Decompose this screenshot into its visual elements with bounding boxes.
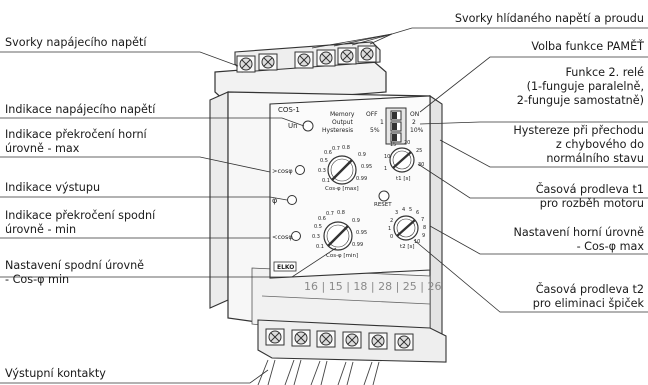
min-scale-8: 0.99	[352, 242, 363, 248]
max-scale-1: 0.3	[318, 168, 326, 174]
label-hysteresis-3: normálního stavu	[546, 152, 644, 165]
t2-caption: t2 [s]	[400, 244, 415, 250]
t2-scale-6: 6	[416, 210, 419, 216]
cos-min-knob[interactable]	[323, 221, 353, 251]
t2-scale-7: 7	[421, 217, 424, 223]
dip-hysteresis-label: Hysteresis	[322, 127, 353, 134]
label-relay-function-2: (1-funguje paralelně,	[526, 80, 644, 93]
t2-scale-2: 2	[390, 218, 393, 224]
max-scale-8: 0.99	[356, 176, 367, 182]
dip-memory-label: Memory	[330, 111, 355, 118]
dip-on-label: ON	[410, 111, 419, 118]
cos-max-caption: Cos-φ [max]	[325, 186, 359, 192]
label-upper-setting-2: - Cos-φ max	[576, 240, 644, 253]
label-hysteresis-1: Hystereze při přechodu	[513, 124, 644, 137]
dip-switch-block[interactable]	[385, 107, 407, 145]
t2-scale-8: 8	[423, 225, 426, 231]
label-lower-setting-2: - Cos-φ min	[5, 273, 70, 286]
reset-button[interactable]	[378, 190, 390, 202]
label-hysteresis-2: z chybového do	[555, 138, 644, 151]
label-delay-t1-2: pro rozběh motoru	[539, 197, 644, 210]
dip-output-label: Output	[332, 119, 353, 126]
min-scale-4: 0.7	[326, 211, 334, 217]
min-led	[291, 231, 301, 241]
label-upper-indication-1: Indikace překročení horní	[5, 128, 147, 141]
leader-lines	[0, 27, 648, 384]
label-monitored-terminals: Svorky hlídaného napětí a proudu	[454, 12, 644, 25]
label-memory-function: Volba funkce PAMĚŤ	[531, 40, 644, 53]
min-scale-7: 0.95	[356, 230, 367, 236]
label-output-contacts: Výstupní kontakty	[5, 367, 106, 380]
dip-5pct-label: 5%	[370, 127, 380, 134]
dip-10pct-label: 10%	[410, 127, 424, 134]
reset-label: RESET	[374, 202, 392, 208]
dip-off-label: OFF	[366, 111, 378, 118]
t1-scale-5: 30	[418, 162, 424, 168]
max-scale-5: 0.8	[342, 145, 350, 151]
min-scale-3: 0.6	[318, 216, 326, 222]
device-un: Un	[288, 122, 298, 130]
label-delay-t2-2: pro eliminaci špiček	[532, 297, 644, 310]
t2-scale-10: 10	[414, 239, 420, 245]
max-scale-2: 0.5	[320, 158, 328, 164]
bottom-terminal-screws	[265, 328, 414, 351]
max-scale-7: 0.95	[361, 164, 372, 170]
cos-min-caption: Cos-φ [min]	[326, 253, 358, 259]
brand-logo	[273, 261, 297, 272]
supply-led	[302, 120, 314, 132]
t1-scale-0: 1	[384, 166, 387, 172]
label-output-indication: Indikace výstupu	[5, 181, 101, 194]
dip-one-label: 1	[380, 119, 384, 126]
label-upper-setting-1: Nastavení horní úrovně	[513, 226, 644, 239]
label-delay-t2-1: Časová prodleva t2	[535, 283, 644, 296]
output-led	[287, 195, 297, 205]
dip-two-label: 2	[412, 119, 416, 126]
label-supply-terminals: Svorky napájecího napětí	[5, 36, 147, 49]
max-scale-4: 0.7	[332, 146, 340, 152]
min-scale-2: 0.5	[314, 224, 322, 230]
t2-scale-9: 9	[422, 233, 425, 239]
t1-knob[interactable]	[389, 147, 415, 173]
label-upper-indication-2: úrovně - max	[5, 142, 80, 155]
min-scale-6: 0.9	[352, 218, 360, 224]
max-scale-3: 0.6	[324, 150, 332, 156]
cos-max-knob[interactable]	[327, 155, 357, 185]
max-scale-0: 0.1	[322, 178, 330, 184]
min-scale-5: 0.8	[337, 210, 345, 216]
terminal-numbers: 16 | 15 | 18 | 28 | 25 | 26	[304, 280, 441, 293]
label-relay-function-1: Funkce 2. relé	[565, 66, 644, 79]
t2-scale-1: 1	[388, 226, 391, 232]
t2-scale-0: 0	[390, 234, 393, 240]
label-relay-function-3: 2-funguje samostatně)	[516, 94, 644, 107]
label-lower-indication-1: Indikace překročení spodní	[5, 209, 156, 222]
t1-scale-4: 25	[416, 148, 422, 154]
label-delay-t1-1: Časová prodleva t1	[535, 183, 644, 196]
t2-knob[interactable]	[393, 215, 419, 241]
min-scale-0: 0.1	[316, 244, 324, 250]
t1-scale-3: 20	[404, 140, 410, 146]
t1-scale-2: 15	[390, 142, 396, 148]
t2-scale-4: 4	[402, 207, 405, 213]
label-lower-indication-2: úrovně - min	[5, 223, 77, 236]
t2-scale-5: 5	[409, 207, 412, 213]
t1-scale-1: 10	[384, 154, 390, 160]
brand-text: ELKO	[277, 264, 294, 271]
cos-gt-label: >cosφ	[272, 167, 293, 175]
label-supply-indication: Indikace napájecího napětí	[5, 103, 156, 116]
t1-caption: t1 [s]	[396, 176, 411, 182]
max-scale-6: 0.9	[358, 152, 366, 158]
device-model: COS-1	[278, 106, 300, 114]
top-terminal-screws	[236, 45, 377, 73]
phi-label: φ	[272, 196, 277, 205]
max-led	[295, 165, 305, 175]
min-scale-1: 0.3	[312, 234, 320, 240]
cos-lt-label: <cosφ	[272, 233, 293, 241]
label-lower-setting-1: Nastavení spodní úrovně	[5, 259, 145, 272]
t2-scale-3: 3	[395, 210, 398, 216]
